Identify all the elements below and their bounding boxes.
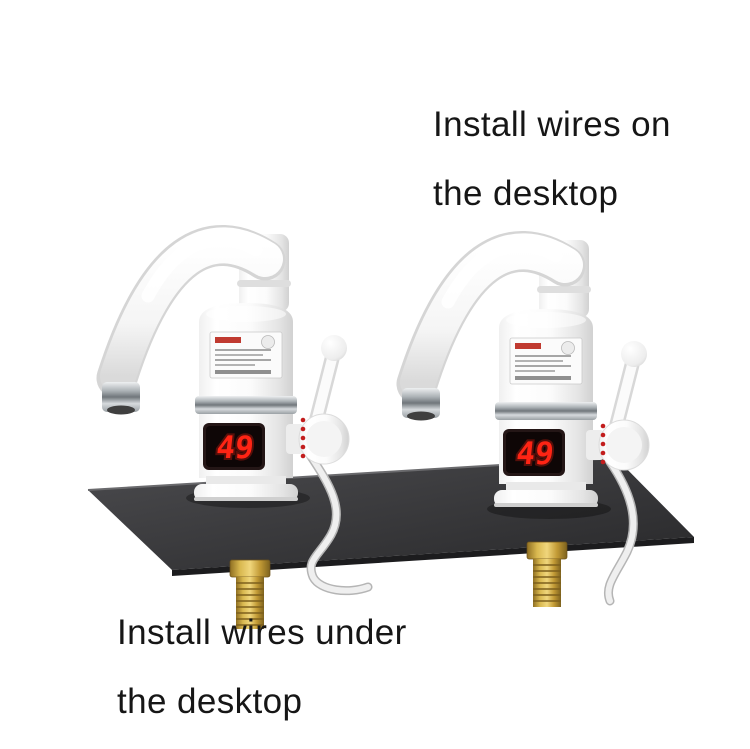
temperature-display-right-glow: 49: [515, 436, 556, 472]
caption-bottom-line2: the desktop: [117, 682, 303, 721]
right-power-wire: [604, 457, 638, 606]
right-mounting-bolt: [526, 541, 568, 607]
temperature-display-left-glow: 49: [215, 430, 256, 466]
temperature-display-left: 49: [215, 430, 256, 466]
faucet-right: 49 49: [360, 232, 680, 522]
caption-bottom-line1: Install wires under: [117, 613, 407, 652]
temperature-display-right: 49: [515, 436, 556, 472]
caption-top-line2: the desktop: [433, 174, 619, 213]
caption-install-on-desktop: Install wires on the desktop: [433, 90, 671, 228]
left-mounting-bolt: [229, 559, 271, 629]
caption-install-under-desktop: Install wires under the desktop: [117, 598, 407, 736]
caption-top-line1: Install wires on: [433, 105, 671, 144]
left-power-wire: [305, 450, 373, 596]
faucet-left: 49 49: [60, 226, 380, 516]
